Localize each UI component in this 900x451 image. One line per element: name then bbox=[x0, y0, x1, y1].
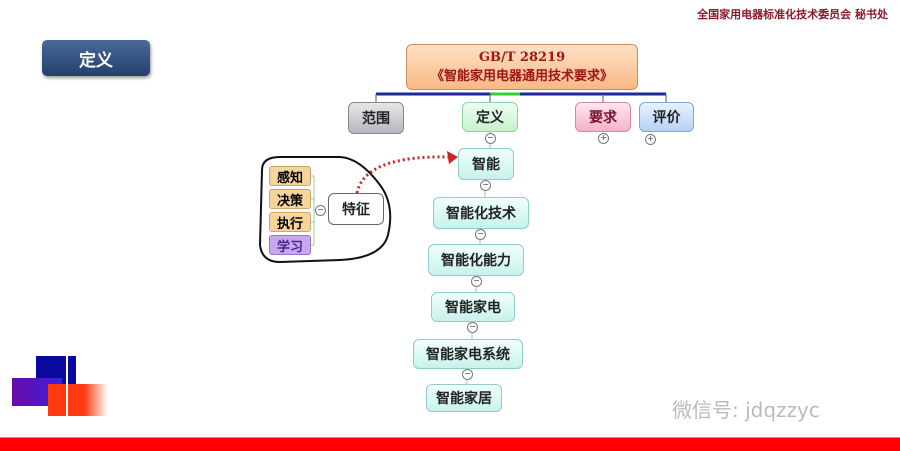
org-header: 全国家用电器标准化技术委员会 秘书处 bbox=[697, 8, 888, 21]
root-title: 《智能家用电器通用技术要求》 bbox=[430, 69, 613, 84]
feature-item[interactable]: 感知 bbox=[269, 166, 311, 186]
feature-item[interactable]: 执行 bbox=[269, 212, 311, 232]
chain-node[interactable]: 智能化技术 bbox=[433, 197, 529, 229]
collapse-icon[interactable]: − bbox=[462, 369, 473, 380]
collapse-icon[interactable]: − bbox=[471, 276, 482, 287]
chain-node[interactable]: 智能家居 bbox=[426, 384, 502, 412]
branch-evaluation[interactable]: 评价 bbox=[639, 102, 694, 132]
branch-scope[interactable]: 范围 bbox=[348, 102, 404, 134]
feature-node[interactable]: 特征 bbox=[328, 193, 384, 225]
chain-node[interactable]: 智能家电系统 bbox=[413, 339, 523, 369]
chain-node[interactable]: 智能 bbox=[458, 148, 514, 180]
decorative-squares bbox=[12, 352, 108, 418]
feature-item[interactable]: 学习 bbox=[269, 235, 311, 255]
root-code: GB/T 28219 bbox=[478, 50, 566, 65]
expand-icon[interactable]: + bbox=[645, 134, 656, 145]
chain-node[interactable]: 智能化能力 bbox=[428, 244, 524, 276]
dotted-arrow bbox=[355, 155, 451, 194]
collapse-icon[interactable]: − bbox=[467, 322, 478, 333]
collapse-icon[interactable]: − bbox=[315, 205, 326, 216]
bottom-red-bar bbox=[0, 437, 900, 451]
collapse-icon[interactable]: − bbox=[480, 180, 491, 191]
branch-definition[interactable]: 定义 bbox=[462, 102, 518, 132]
wechat-watermark: 微信号: jdqzzyc bbox=[672, 398, 820, 422]
section-title: 定义 bbox=[42, 40, 150, 76]
expand-icon[interactable]: + bbox=[598, 133, 609, 144]
chain-node[interactable]: 智能家电 bbox=[431, 292, 515, 322]
feature-group-outline bbox=[258, 156, 392, 264]
branch-requirements[interactable]: 要求 bbox=[575, 102, 631, 132]
collapse-icon[interactable]: − bbox=[475, 229, 486, 240]
collapse-icon[interactable]: − bbox=[485, 133, 496, 144]
feature-item[interactable]: 决策 bbox=[269, 189, 311, 209]
root-node[interactable]: GB/T 28219 《智能家用电器通用技术要求》 bbox=[406, 44, 638, 90]
